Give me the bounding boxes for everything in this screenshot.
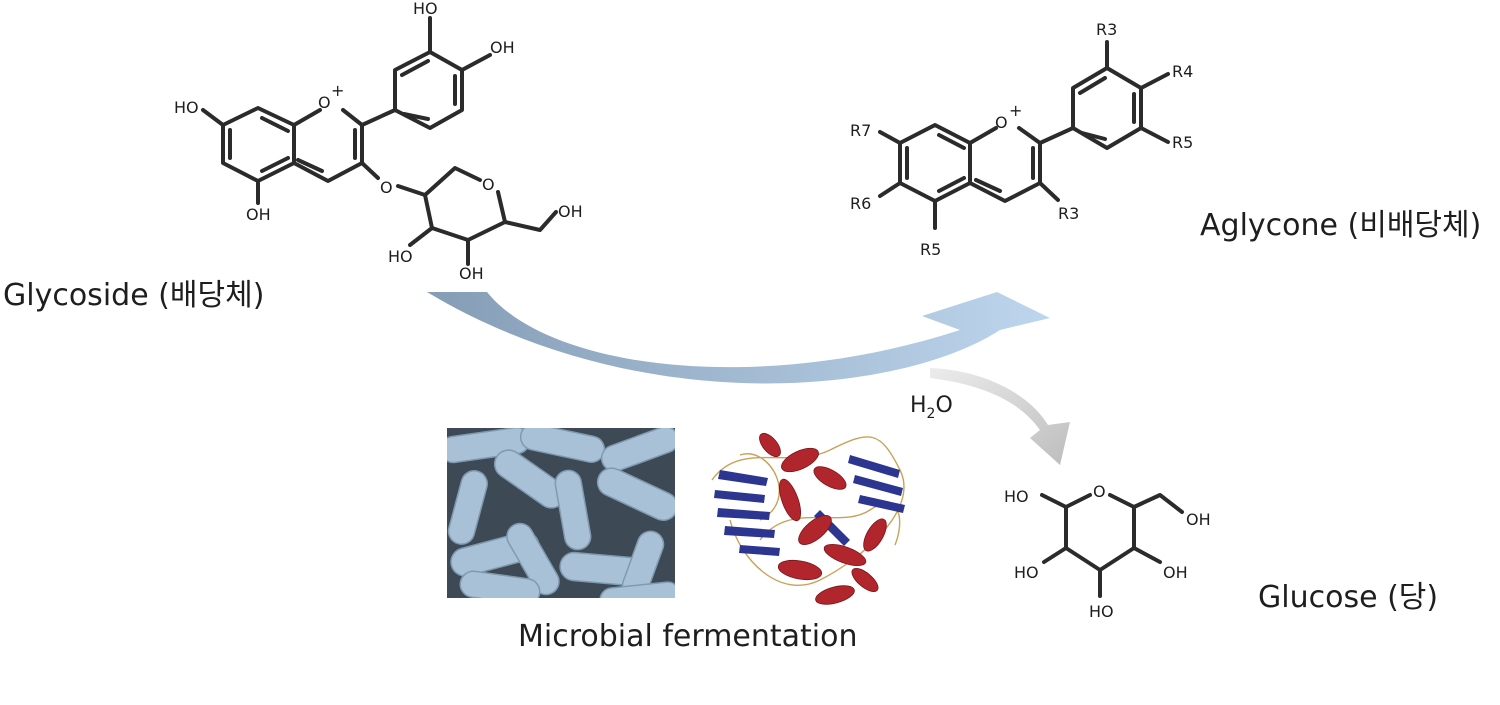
atom-label: HO <box>1004 487 1029 506</box>
atom-label: HO <box>1014 563 1039 582</box>
enzyme-protein-structure-image <box>711 432 905 605</box>
atom-label: R3 <box>1058 204 1079 223</box>
atom-label: HO <box>388 247 413 266</box>
water-label: H2O <box>910 393 953 422</box>
atom-label: OH <box>1186 510 1211 529</box>
glycoside-caption: Glycoside (배당체) <box>3 278 265 313</box>
glucose-structure: O HO OH OH HO HO <box>1004 482 1211 621</box>
aglycone-structure: R3 R4 R5 R7 R6 R5 R3 O + <box>850 20 1193 259</box>
atom-label: O <box>380 178 393 197</box>
atom-label: HO <box>413 0 438 18</box>
atom-label: OH <box>558 202 583 221</box>
atom-label: + <box>1009 101 1022 120</box>
atom-label: O <box>1093 482 1106 501</box>
glucose-caption: Glucose (당) <box>1258 580 1439 615</box>
atom-label: + <box>331 81 344 100</box>
main-reaction-arrow <box>427 292 1050 384</box>
atom-label: R6 <box>850 194 871 213</box>
atom-label: OH <box>490 38 515 57</box>
microbe-micrograph-image <box>447 428 675 598</box>
fermentation-caption: Microbial fermentation <box>518 619 858 654</box>
atom-label: OH <box>459 264 484 283</box>
atom-label: HO <box>1089 602 1114 621</box>
glycoside-structure: HO OH HO O + OH O O OH HO OH <box>174 0 583 283</box>
atom-label: R3 <box>1096 20 1117 39</box>
atom-label: R4 <box>1172 62 1193 81</box>
atom-label: R7 <box>850 121 871 140</box>
atom-label: R5 <box>920 240 941 259</box>
atom-label: O <box>995 113 1008 132</box>
atom-label: O <box>318 93 331 112</box>
side-product-arrow <box>930 368 1070 465</box>
atom-label: R5 <box>1172 133 1193 152</box>
atom-label: O <box>482 175 495 194</box>
atom-label: OH <box>1163 563 1188 582</box>
atom-label: OH <box>246 205 271 224</box>
atom-label: HO <box>174 98 199 117</box>
aglycone-caption: Aglycone (비배당체) <box>1200 208 1482 243</box>
